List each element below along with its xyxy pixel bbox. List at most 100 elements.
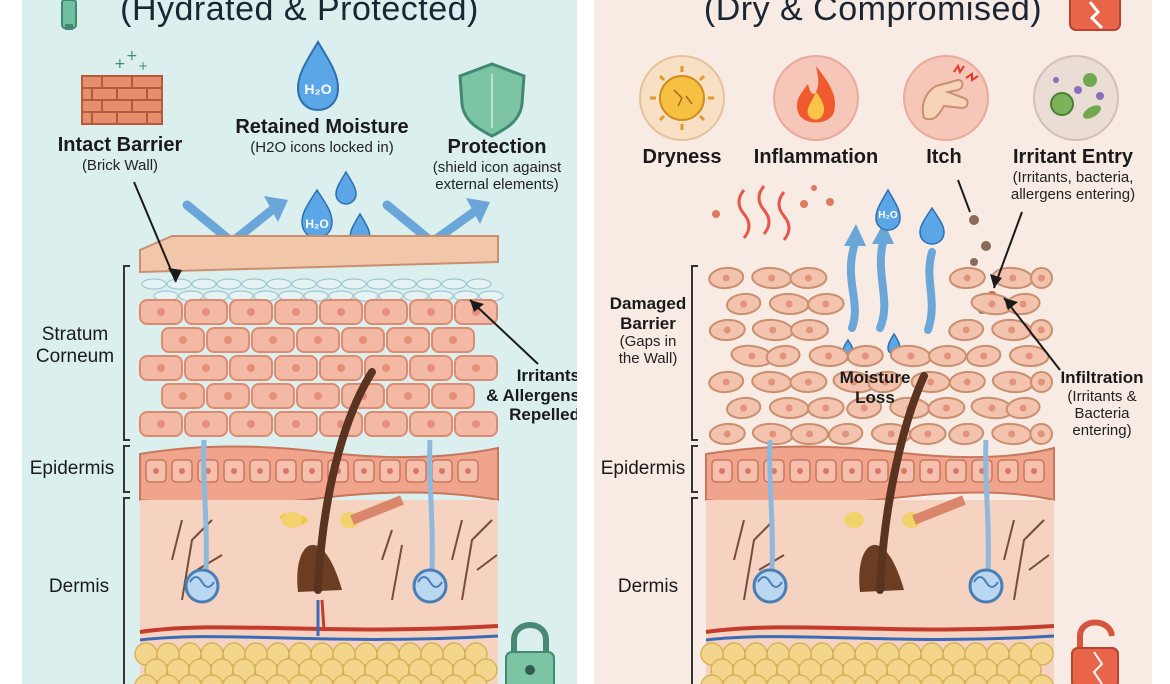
cell-nucleus	[907, 352, 915, 360]
stratum-corneum-label: Stratum Corneum	[30, 324, 120, 368]
protection-title: Protection	[447, 136, 547, 158]
fat-cell	[876, 674, 900, 684]
right-panel-title: (Dry & Compromised)	[703, 0, 1043, 28]
cell-nucleus	[1009, 378, 1017, 386]
infiltration-label: Infiltration (Irritants & Bacteria enter…	[1052, 368, 1152, 439]
fat-cell	[420, 674, 444, 684]
cell-nucleus	[472, 364, 480, 372]
damaged-barrier-line-2: Barrier	[620, 313, 676, 333]
cell-nucleus	[719, 468, 725, 474]
irritant-entry-sub-1: (Irritants, bacteria,	[1012, 169, 1134, 186]
lipid-oval	[141, 278, 167, 290]
cell-nucleus	[314, 336, 322, 344]
dry-skin-illustration: H₂O	[639, 0, 1121, 684]
cell-nucleus	[797, 468, 803, 474]
cell-nucleus	[769, 326, 777, 334]
cell-nucleus	[449, 336, 457, 344]
cell-nucleus	[723, 430, 731, 438]
h2o-label: H₂O	[305, 217, 328, 231]
fat-cell	[288, 674, 312, 684]
layer-brackets	[123, 265, 130, 684]
fat-layer	[700, 642, 1054, 684]
cell-nucleus	[806, 430, 813, 438]
fat-cell	[464, 674, 488, 684]
bacteria-icon	[1033, 55, 1119, 141]
lipid-layer	[141, 278, 504, 302]
protection-sub-2: external elements)	[435, 176, 559, 194]
dermis-layer	[705, 372, 1055, 684]
cell-nucleus	[1019, 404, 1027, 412]
fat-cell	[788, 674, 812, 684]
cell-nucleus	[860, 404, 868, 412]
lipid-oval	[466, 278, 492, 290]
infiltration-sub-2: Bacteria	[1074, 404, 1130, 422]
cell-nucleus	[382, 364, 390, 372]
fat-cell	[1008, 674, 1032, 684]
cell-nucleus	[337, 364, 345, 372]
dry-skin-panel: H₂O	[594, 0, 1152, 684]
fat-cell	[354, 674, 378, 684]
lipid-oval	[303, 290, 329, 302]
cell-nucleus	[887, 430, 895, 438]
cell-nucleus	[1031, 468, 1037, 474]
cell-nucleus	[875, 468, 881, 474]
cell-nucleus	[179, 392, 187, 400]
retained-moisture-sub: (H2O icons locked in)	[250, 139, 394, 156]
symptom-irritant-entry: Irritant Entry	[1012, 146, 1134, 168]
fat-cell	[1030, 642, 1054, 666]
fat-cell	[376, 674, 400, 684]
fat-cell	[766, 674, 790, 684]
cell-nucleus	[927, 378, 935, 386]
callout-lines	[133, 181, 539, 365]
cell-nucleus	[439, 468, 445, 474]
cell-nucleus	[1008, 326, 1016, 334]
fat-cell	[854, 674, 878, 684]
cell-nucleus	[387, 468, 393, 474]
fat-layer	[134, 642, 498, 684]
lipid-oval	[291, 278, 317, 290]
intact-barrier-label: Intact Barrier (Brick Wall)	[50, 134, 190, 174]
cell-nucleus	[822, 300, 830, 308]
fire-icon	[773, 55, 859, 141]
intact-barrier-title: Intact Barrier	[57, 134, 183, 156]
cell-nucleus	[962, 326, 970, 334]
epidermis-layer	[705, 445, 1055, 506]
cell-nucleus	[927, 468, 933, 474]
fat-cell	[200, 674, 224, 684]
lipid-oval	[353, 290, 379, 302]
cell-nucleus	[292, 308, 300, 316]
fat-cell	[810, 674, 834, 684]
cell-nucleus	[850, 378, 858, 386]
cell-nucleus	[849, 468, 855, 474]
cell-nucleus	[771, 468, 777, 474]
arrow-head	[264, 196, 288, 222]
h2o-label: H₂O	[878, 210, 898, 221]
cell-nucleus	[465, 468, 471, 474]
cell-nucleus	[740, 404, 748, 412]
cell-nucleus	[861, 352, 869, 360]
cell-nucleus	[962, 430, 970, 438]
lipid-oval	[191, 278, 217, 290]
cell-nucleus	[806, 326, 813, 334]
lipid-oval	[241, 278, 267, 290]
cell-nucleus	[768, 378, 776, 386]
heat-particles	[712, 185, 834, 218]
cell-nucleus	[427, 420, 435, 428]
cell-nucleus	[748, 352, 756, 360]
cell-nucleus	[269, 392, 277, 400]
cell-nucleus	[257, 468, 263, 474]
fat-cell	[722, 674, 746, 684]
cell-nucleus	[988, 300, 996, 308]
lipid-oval	[266, 278, 292, 290]
lipid-oval	[216, 278, 242, 290]
cell-nucleus	[359, 336, 367, 344]
protection-sub-1: (shield icon against	[432, 159, 562, 176]
dryness-icon	[639, 55, 725, 141]
cell-nucleus	[822, 404, 830, 412]
cell-nucleus	[153, 468, 159, 474]
cell-nucleus	[944, 352, 951, 360]
fat-cell	[332, 674, 356, 684]
fat-cell	[1030, 674, 1054, 684]
cell-nucleus	[842, 430, 850, 438]
cell-nucleus	[722, 274, 730, 282]
